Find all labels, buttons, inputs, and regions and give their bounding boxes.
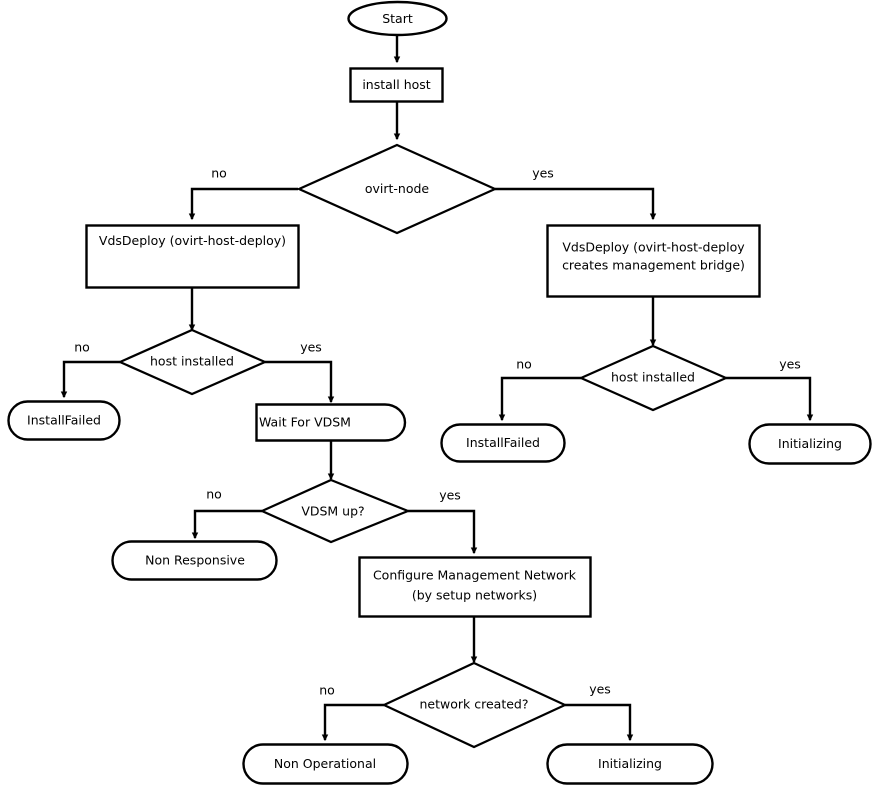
edge-label-vdsm-up-yes: yes: [439, 488, 461, 503]
node-configure-network-label-line2: (by setup networks): [412, 588, 537, 603]
edge-label-network-created-yes: yes: [589, 682, 611, 697]
edge-vdsm-up-no: [191, 509, 262, 540]
node-ovirt-node-label: ovirt-node: [365, 181, 430, 196]
node-install-host-label: install host: [362, 77, 430, 92]
node-initializing-bottom-label: Initializing: [598, 756, 662, 771]
node-network-created-decision[interactable]: network created?: [381, 661, 568, 749]
node-vdsdeploy-right-label-line1: VdsDeploy (ovirt-host-deploy: [562, 240, 745, 255]
node-host-installed-right-decision[interactable]: host installed: [578, 344, 729, 412]
edge-label-network-created-no: no: [319, 683, 335, 698]
edge-label-host-installed-right-yes: yes: [779, 357, 801, 372]
edge-host-installed-right-yes: [726, 376, 814, 422]
node-configure-management-network[interactable]: Configure Management Network (by setup n…: [358, 556, 592, 618]
edge-label-host-installed-right-no: no: [516, 357, 532, 372]
edge-ovirt-node-no: [188, 187, 298, 221]
node-install-failed-right[interactable]: InstallFailed: [440, 423, 566, 463]
node-host-installed-left-decision[interactable]: host installed: [117, 328, 268, 396]
node-configure-network-label-line1: Configure Management Network: [373, 568, 577, 583]
node-vdsdeploy-left-label: VdsDeploy (ovirt-host-deploy): [99, 233, 286, 248]
node-install-failed-left-label: InstallFailed: [27, 413, 101, 428]
node-non-responsive-label: Non Responsive: [145, 553, 245, 568]
edge-network-created-no: [321, 703, 384, 742]
node-host-installed-right-label: host installed: [611, 370, 695, 385]
edge-host-installed-left-yes: [265, 360, 335, 404]
edge-network-created-yes: [565, 703, 634, 742]
node-install-failed-right-label: InstallFailed: [466, 435, 540, 450]
edge-label-host-installed-left-no: no: [74, 340, 90, 355]
edge-label-vdsm-up-no: no: [206, 487, 222, 502]
node-vdsdeploy-right[interactable]: VdsDeploy (ovirt-host-deploy creates man…: [546, 224, 761, 298]
node-vdsm-up-label: VDSM up?: [301, 504, 364, 519]
node-initializing-bottom[interactable]: Initializing: [546, 743, 714, 785]
edge-host-installed-right-no: [498, 376, 581, 422]
edge-label-ovirt-node-no: no: [211, 166, 227, 181]
node-start[interactable]: Start: [347, 0, 448, 37]
node-vdsdeploy-right-label-line2: creates management bridge): [562, 258, 745, 273]
node-start-label: Start: [382, 11, 413, 26]
node-wait-for-vdsm-label: Wait For VDSM: [259, 415, 351, 430]
edge-host-installed-left-no: [60, 360, 120, 399]
node-vdsdeploy-left[interactable]: VdsDeploy (ovirt-host-deploy): [85, 224, 300, 289]
node-non-operational-label: Non Operational: [274, 756, 376, 771]
edge-ovirt-node-yes: [495, 187, 657, 221]
edge-label-ovirt-node-yes: yes: [532, 166, 554, 181]
node-initializing-right-label: Initializing: [778, 436, 842, 451]
node-install-host[interactable]: install host: [349, 67, 444, 103]
node-wait-for-vdsm[interactable]: Wait For VDSM: [255, 403, 407, 442]
node-non-responsive[interactable]: Non Responsive: [111, 540, 278, 581]
node-host-installed-left-label: host installed: [150, 354, 234, 369]
node-network-created-label: network created?: [420, 697, 529, 712]
node-initializing-right[interactable]: Initializing: [748, 423, 872, 465]
node-install-failed-left[interactable]: InstallFailed: [7, 400, 121, 441]
node-vdsm-up-decision[interactable]: VDSM up?: [259, 478, 411, 544]
node-ovirt-node-decision[interactable]: ovirt-node: [296, 143, 498, 235]
edge-label-host-installed-left-yes: yes: [300, 340, 322, 355]
edge-vdsm-up-yes: [408, 509, 478, 555]
node-non-operational[interactable]: Non Operational: [242, 743, 409, 785]
